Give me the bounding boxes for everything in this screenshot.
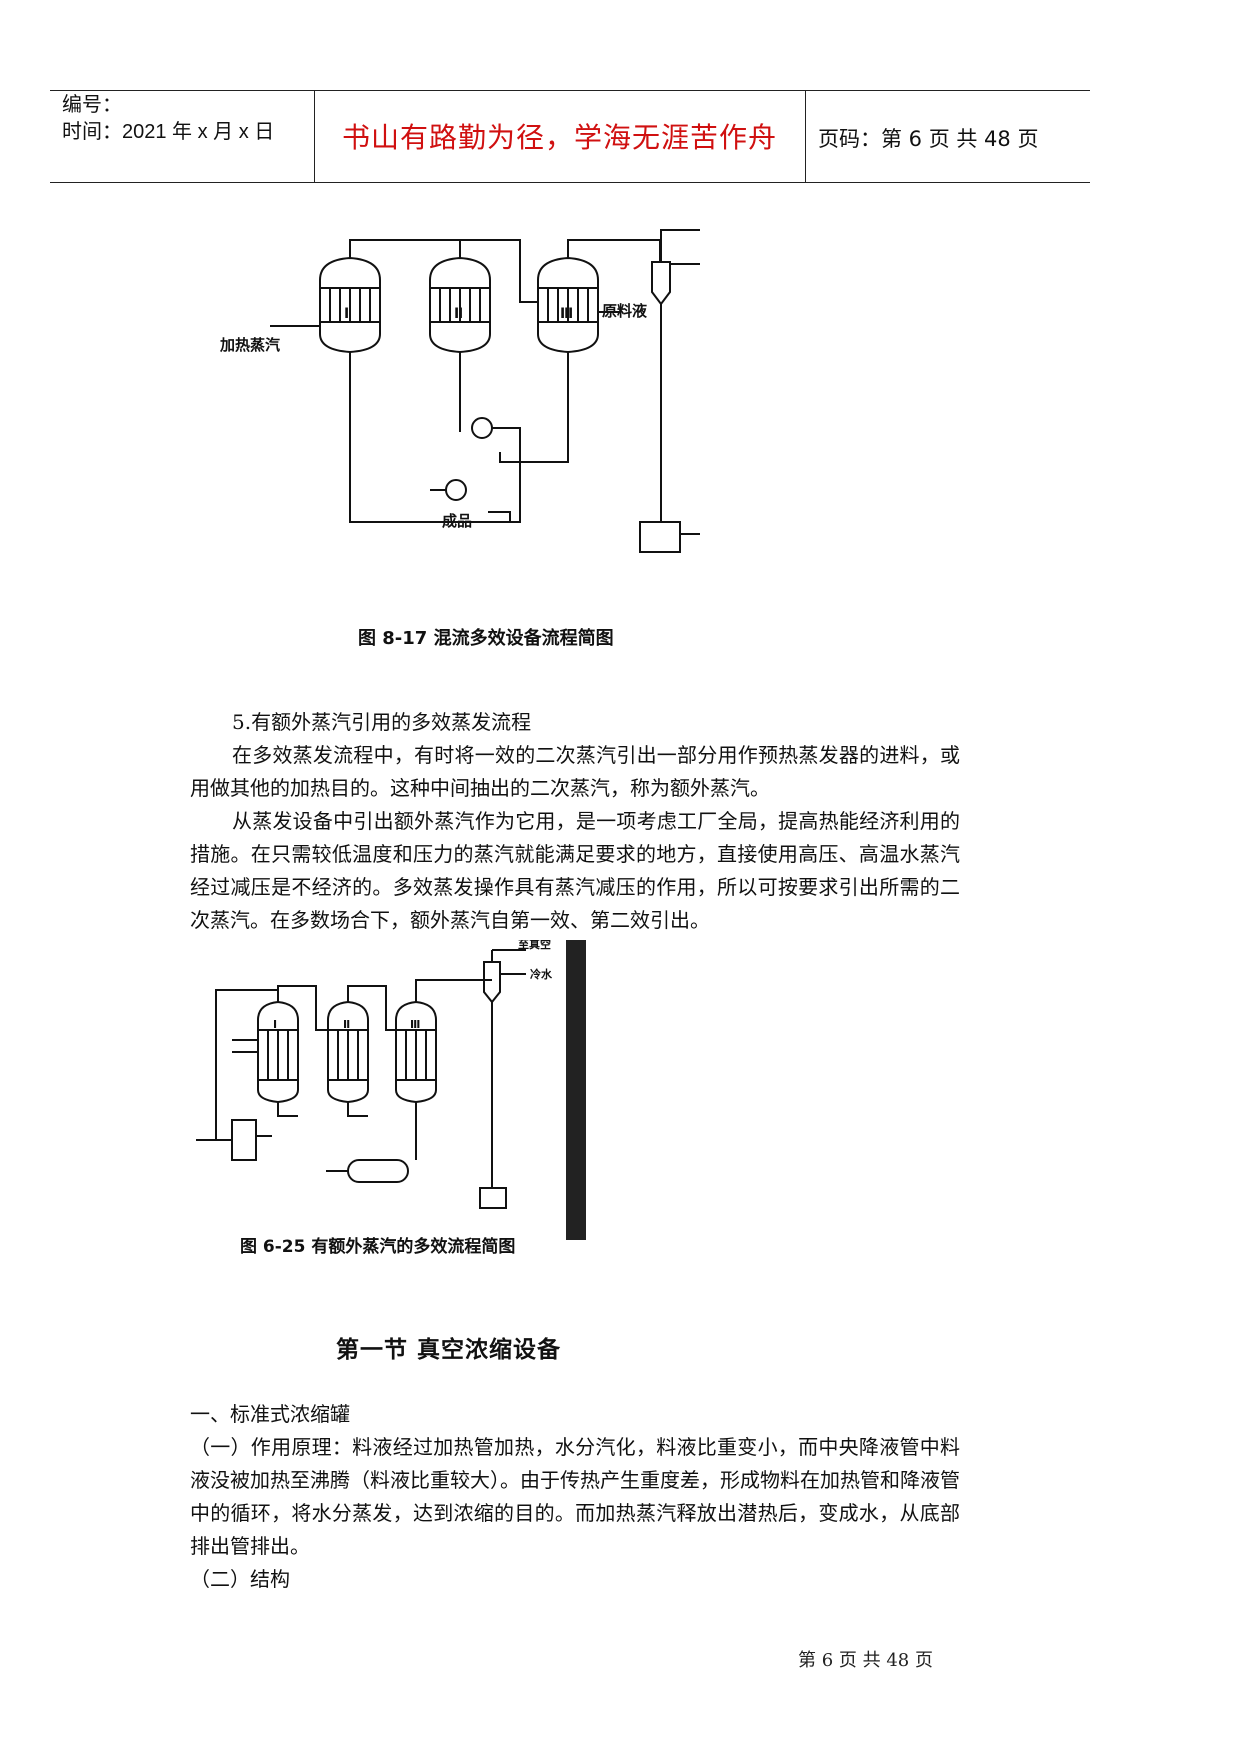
header-divider-left bbox=[314, 90, 315, 182]
fig2-effect-2: Ⅱ bbox=[343, 1018, 350, 1031]
fig1-effect-1: Ⅰ bbox=[344, 306, 349, 322]
fig2-effect-3: Ⅲ bbox=[410, 1018, 420, 1031]
pump-1 bbox=[445, 479, 467, 501]
extra-steam-para-2: 从蒸发设备中引出额外蒸汽作为它用，是一项考虑工厂全局，提高热能经济利用的措施。在… bbox=[190, 809, 960, 932]
fig1-effect-3: Ⅲ bbox=[560, 306, 573, 322]
fig2-cold-water-label: 冷水 bbox=[530, 967, 553, 981]
doc-date: 时间：2021 年 x 月 x 日 bbox=[62, 121, 275, 143]
doc-number-label: 编号： bbox=[62, 94, 122, 116]
evaporator-2 bbox=[327, 1000, 369, 1104]
evaporator-1 bbox=[319, 256, 381, 354]
figure2-caption: 图 6-25 有额外蒸汽的多效流程简图 bbox=[240, 1237, 516, 1257]
header-motto: 书山有路勤为径，学海无涯苦作舟 bbox=[341, 121, 777, 154]
fig1-raw-liquid-label: 原料液 bbox=[602, 302, 648, 320]
fig2-vacuum-label: 至真空 bbox=[518, 940, 551, 951]
product-tank bbox=[347, 1159, 409, 1183]
preheater bbox=[231, 1119, 257, 1161]
extra-steam-diagram-svg: Ⅰ Ⅱ Ⅲ 至真空 冷水 bbox=[196, 937, 586, 1240]
evaporator-2 bbox=[429, 256, 491, 354]
principle-paragraph: （一）作用原理：料液经过加热管加热，水分汽化，料液比重变小，而中央降液管中料液没… bbox=[190, 1435, 960, 1558]
subsection-heading-1: 一、标准式浓缩罐 bbox=[190, 1402, 350, 1426]
section-title: 第一节 真空浓缩设备 bbox=[336, 1337, 562, 1363]
evaporator-3 bbox=[395, 1000, 437, 1104]
evaporator-3 bbox=[537, 256, 599, 354]
section-extra-steam: 5.有额外蒸汽引用的多效蒸发流程 在多效蒸发流程中，有时将一效的二次蒸汽引出一部… bbox=[190, 706, 960, 937]
hotwell-tank bbox=[479, 1187, 507, 1209]
fig1-product-label: 成品 bbox=[442, 512, 472, 530]
extra-steam-para-1: 在多效蒸发流程中，有时将一效的二次蒸汽引出一部分用作预热蒸发器的进料，或用做其他… bbox=[190, 743, 960, 800]
page-footer: 第 6 页 共 48 页 bbox=[798, 1650, 933, 1671]
figure-mixed-flow-diagram: Ⅰ Ⅱ Ⅲ 加热蒸汽 原料液 成品 bbox=[219, 222, 740, 622]
header-bottom-rule bbox=[50, 182, 1090, 183]
condenser bbox=[651, 261, 671, 306]
condenser bbox=[483, 961, 501, 1004]
pump-2 bbox=[471, 417, 493, 439]
header-page-info: 页码：第 6 页 共 48 页 bbox=[818, 127, 1039, 151]
header-left-block: 编号： 时间：2021 年 x 月 x 日 bbox=[62, 92, 274, 146]
fig2-effect-1: Ⅰ bbox=[273, 1018, 277, 1031]
header-top-rule bbox=[50, 90, 1090, 91]
fig1-steam-label: 加热蒸汽 bbox=[220, 336, 280, 354]
header-divider-right bbox=[805, 90, 806, 182]
hotwell-tank bbox=[639, 521, 681, 553]
section-standard-concentrator: 一、标准式浓缩罐 （一）作用原理：料液经过加热管加热，水分汽化，料液比重变小，而… bbox=[190, 1398, 960, 1596]
fig1-effect-2: Ⅱ bbox=[454, 306, 463, 322]
figure1-caption: 图 8-17 混流多效设备流程简图 bbox=[358, 628, 614, 649]
mixed-flow-diagram-svg: Ⅰ Ⅱ Ⅲ 加热蒸汽 原料液 成品 bbox=[219, 229, 700, 553]
figure-extra-steam-diagram: Ⅰ Ⅱ Ⅲ 至真空 冷水 bbox=[196, 937, 586, 1240]
extra-steam-heading: 5.有额外蒸汽引用的多效蒸发流程 bbox=[232, 710, 532, 734]
subsection-heading-2: （二）结构 bbox=[190, 1567, 290, 1591]
evaporator-1 bbox=[257, 1000, 299, 1104]
